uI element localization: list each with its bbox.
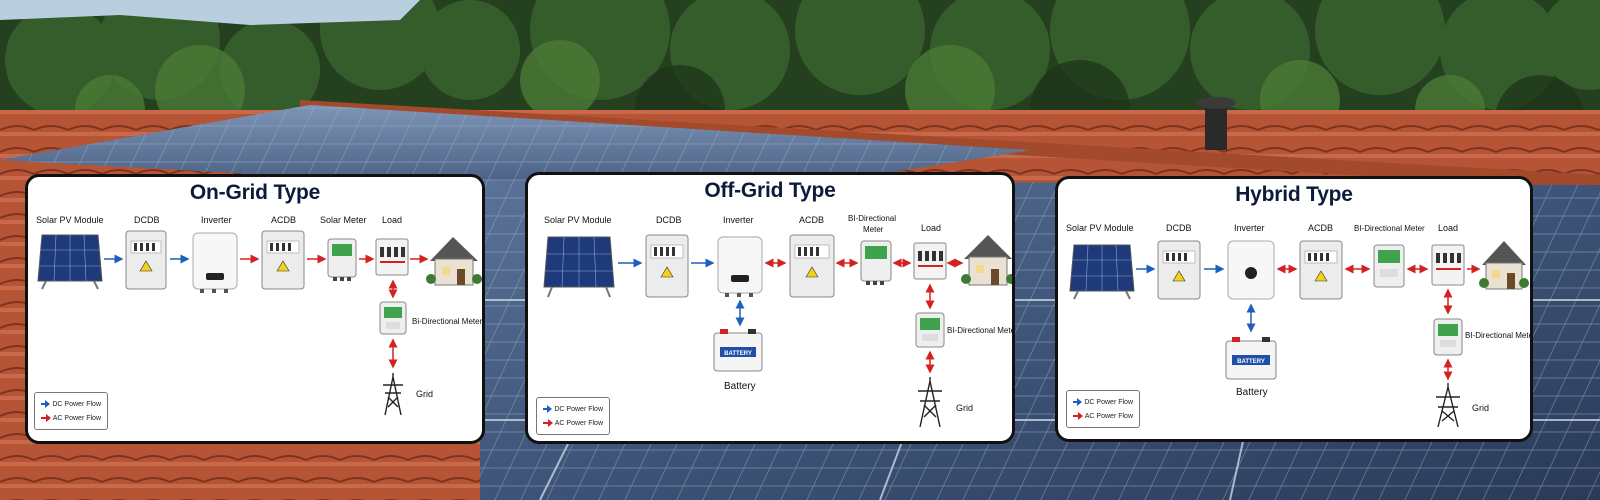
house-icon <box>1479 241 1529 290</box>
solar-meter-icon <box>327 238 357 281</box>
ac-legend-swatch <box>543 419 553 427</box>
svg-text:BATTERY: BATTERY <box>1237 359 1265 365</box>
legend-ac-label: AC Power Flow <box>52 414 101 422</box>
ac-flow-arrow <box>1276 264 1481 381</box>
load-panel-icon <box>913 242 947 280</box>
acdb-box-icon <box>261 230 305 290</box>
panel-title: On-Grid Type <box>189 181 321 204</box>
house-icon <box>426 237 482 286</box>
label-battery: Battery <box>1236 387 1268 398</box>
bi-directional-meter-top-icon <box>1373 244 1405 288</box>
label-solar-pv-module: Solar PV Module <box>36 215 104 225</box>
dc-flow-arrow <box>618 258 745 327</box>
label-inverter: Inverter <box>1234 223 1265 233</box>
ac-legend-swatch <box>1073 412 1083 420</box>
hybrid-diagram: Solar PV Module DCDB Inverter ACDB BI-Di… <box>1066 223 1533 428</box>
dc-flow-arrow <box>1136 264 1256 333</box>
off-grid-diagram: Solar PV Module DCDB Inverter ACDB BI-Di… <box>543 214 1015 428</box>
legend: DC Power Flow AC Power Flow <box>536 397 610 435</box>
legend-dc-label: DC Power Flow <box>52 400 101 408</box>
legend-dc-label: DC Power Flow <box>1084 398 1133 406</box>
label-acdb: ACDB <box>1308 223 1333 233</box>
legend-ac-label: AC Power Flow <box>554 419 603 427</box>
label-solar-meter: Solar Meter <box>320 215 367 225</box>
label-meter-top: Meter <box>863 225 884 234</box>
ac-legend-swatch <box>41 414 51 422</box>
label-solar-pv-module: Solar PV Module <box>544 215 612 225</box>
inverter-icon <box>1227 240 1275 300</box>
legend: DC Power Flow AC Power Flow <box>34 392 108 430</box>
label-solar-pv-module: Solar PV Module <box>1066 223 1134 233</box>
bi-directional-meter-icon <box>379 301 407 335</box>
solar-panel-icon <box>1069 244 1135 300</box>
inverter-icon <box>717 236 763 297</box>
battery-icon: BATTERY <box>1225 337 1277 380</box>
dc-legend-swatch <box>543 405 553 413</box>
battery-icon: BATTERY <box>713 329 763 372</box>
label-acdb: ACDB <box>799 215 824 225</box>
label-grid: Grid <box>956 403 973 413</box>
label-dcdb: DCDB <box>1166 223 1192 233</box>
label-battery: Battery <box>724 381 756 392</box>
bi-directional-meter-icon <box>915 312 945 348</box>
panel-title: Hybrid Type <box>1235 183 1353 206</box>
house-icon <box>961 235 1012 286</box>
label-load: Load <box>921 223 941 233</box>
load-panel-icon <box>375 238 409 276</box>
label-dcdb: DCDB <box>134 215 160 225</box>
solar-panel-icon <box>543 236 615 298</box>
svg-text:BATTERY: BATTERY <box>724 351 752 357</box>
ac-flow-arrow <box>764 258 964 374</box>
ac-flow-arrow <box>240 254 429 369</box>
load-panel-icon <box>1431 244 1465 286</box>
inverter-icon <box>192 232 238 293</box>
dcdb-box-icon <box>1157 240 1201 300</box>
legend-ac-label: AC Power Flow <box>1084 412 1133 420</box>
grid-tower-icon <box>1436 383 1460 428</box>
dcdb-box-icon <box>645 234 689 298</box>
solar-panel-icon <box>37 234 103 290</box>
on-grid-diagram: Solar PV Module DCDB Inverter ACDB Solar… <box>36 215 483 416</box>
legend-dc-label: DC Power Flow <box>554 405 603 413</box>
label-inverter: Inverter <box>201 215 232 225</box>
label-load: Load <box>1438 223 1458 233</box>
label-bi-directional-meter: BI-Directional Meter <box>1465 331 1533 340</box>
label-inverter: Inverter <box>723 215 754 225</box>
off-grid-panel: Off-Grid Type Solar PV Module DCDB Inver… <box>525 172 1015 444</box>
dc-legend-swatch <box>41 400 51 408</box>
label-acdb: ACDB <box>271 215 296 225</box>
bi-directional-meter-top-icon <box>860 240 892 285</box>
label-dcdb: DCDB <box>656 215 682 225</box>
on-grid-panel: On-Grid Type Solar PV Module DCDB Invert… <box>25 174 485 444</box>
bi-directional-meter-icon <box>1433 318 1463 356</box>
panel-title: Off-Grid Type <box>704 179 836 202</box>
grid-tower-icon <box>918 377 942 428</box>
legend: DC Power Flow AC Power Flow <box>1066 390 1140 428</box>
label-bi-directional-meter: Bi-Directional Meter <box>412 317 483 326</box>
label-bi-directional-top: BI-Directional <box>848 214 896 223</box>
hybrid-panel: Hybrid Type Solar PV Module DCDB Inverte… <box>1055 176 1533 442</box>
label-load: Load <box>382 215 402 225</box>
label-bi-directional-meter: BI-Directional Meter <box>947 326 1015 335</box>
dcdb-box-icon <box>125 230 167 290</box>
dc-legend-swatch <box>1073 398 1083 406</box>
acdb-box-icon <box>789 234 835 298</box>
label-bi-directional-meter-top: BI-Directional Meter <box>1354 224 1425 233</box>
acdb-box-icon <box>1299 240 1343 300</box>
grid-tower-icon <box>383 373 403 416</box>
label-grid: Grid <box>416 389 433 399</box>
label-grid: Grid <box>1472 403 1489 413</box>
